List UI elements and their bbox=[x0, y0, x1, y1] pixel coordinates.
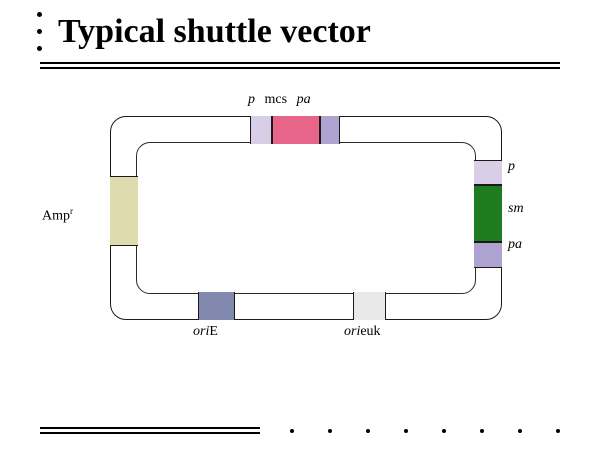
title-bullet-group bbox=[37, 8, 49, 56]
footer-dot-icon bbox=[404, 429, 408, 433]
shuttle-vector-diagram: p mcs pa Ampr p sm pa oriE orieuk bbox=[42, 92, 524, 339]
title-bullet-icon bbox=[37, 12, 42, 17]
footer-dot-icon bbox=[328, 429, 332, 433]
segment-ori-e bbox=[198, 292, 235, 320]
segment-polya-top bbox=[320, 116, 340, 144]
label-ori-e-upright: E bbox=[209, 324, 218, 339]
footer-dot-icon bbox=[556, 429, 560, 433]
title-bullet-icon bbox=[37, 29, 42, 34]
segment-ampr bbox=[110, 176, 138, 246]
footer-dot-icon bbox=[518, 429, 522, 433]
footer-dot-icon bbox=[480, 429, 484, 433]
segment-promoter-right bbox=[474, 160, 502, 185]
label-top-cassette: p mcs pa bbox=[248, 92, 311, 108]
footer-dot-icon bbox=[290, 429, 294, 433]
label-ampr-superscript: r bbox=[70, 206, 73, 216]
plasmid-backbone-inner-ring bbox=[136, 142, 476, 294]
label-promoter-top: p bbox=[248, 92, 255, 107]
label-ampr: Ampr bbox=[42, 206, 73, 225]
title-divider-rule bbox=[40, 62, 560, 69]
label-ori-euk: orieuk bbox=[344, 324, 381, 340]
label-ori-euk-italic: ori bbox=[344, 324, 361, 339]
footer-dot-icon bbox=[366, 429, 370, 433]
segment-polya-right bbox=[474, 242, 502, 268]
label-ampr-base: Amp bbox=[42, 208, 70, 224]
label-polya-right: pa bbox=[508, 237, 522, 252]
label-mcs: mcs bbox=[264, 92, 288, 107]
label-polya-top: pa bbox=[296, 92, 311, 107]
label-ori-e-italic: ori bbox=[193, 324, 210, 339]
footer-dot-group bbox=[290, 427, 566, 435]
page-title: Typical shuttle vector bbox=[58, 13, 371, 50]
segment-sm bbox=[474, 185, 502, 242]
title-bullet-icon bbox=[37, 46, 42, 51]
label-sm: sm bbox=[508, 201, 524, 216]
segment-ori-euk bbox=[353, 292, 386, 320]
label-ori-e: oriE bbox=[193, 324, 218, 340]
label-ori-euk-upright: euk bbox=[360, 324, 381, 339]
footer-dot-icon bbox=[442, 429, 446, 433]
segment-mcs bbox=[272, 116, 320, 144]
segment-promoter-top bbox=[250, 116, 272, 144]
label-promoter-right: p bbox=[508, 159, 515, 174]
footer-divider-rule bbox=[40, 427, 260, 434]
